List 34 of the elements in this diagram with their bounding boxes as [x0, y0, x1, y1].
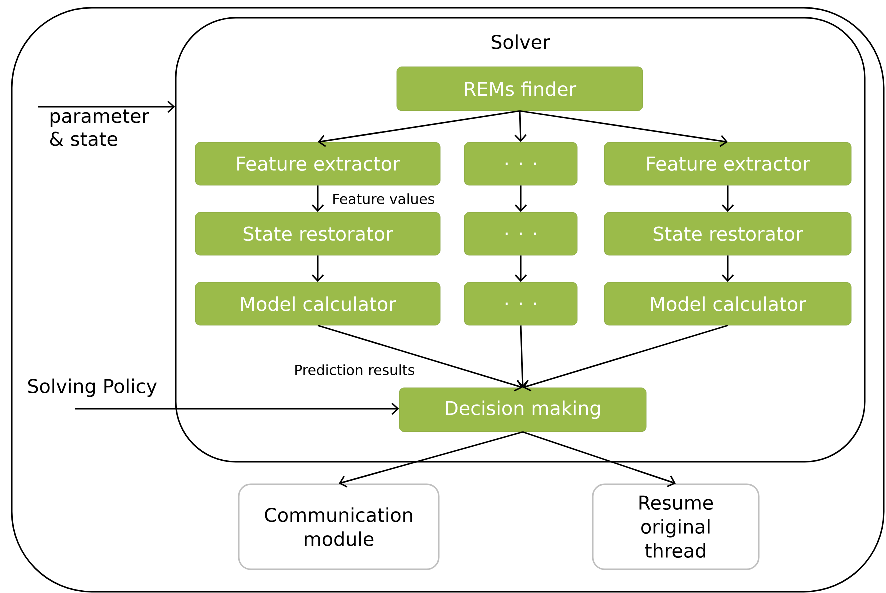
edge-label: Feature values: [334, 194, 434, 204]
arrow: [318, 110, 520, 148]
edge-label: Solving Policy: [28, 378, 157, 398]
arrow: [722, 186, 734, 212]
edge-label: Prediction results: [296, 364, 414, 376]
process-box: Feature extractor: [604, 142, 852, 186]
process-box: Decision making: [399, 388, 647, 432]
process-box: . . .: [464, 212, 578, 256]
process-box: Model calculator: [195, 282, 441, 326]
process-box: . . .: [464, 142, 578, 186]
arrow: [516, 326, 529, 388]
arrow: [339, 431, 524, 488]
process-box: Feature extractor: [195, 142, 441, 186]
process-box: REMs finder: [396, 66, 644, 112]
arrow: [522, 431, 676, 488]
process-box: Model calculator: [604, 282, 852, 326]
arrow: [312, 256, 324, 282]
process-box: State restorator: [195, 212, 441, 256]
arrow: [312, 186, 324, 212]
process-box: State restorator: [604, 212, 852, 256]
arrow: [514, 256, 528, 282]
arrow: [75, 402, 400, 416]
edge-label: parameter & state: [50, 110, 150, 146]
arrow: [523, 324, 728, 392]
output-box: Resume original thread: [592, 484, 760, 570]
arrow: [722, 256, 734, 282]
arrow: [318, 324, 523, 392]
arrow: [514, 186, 528, 212]
arrow: [38, 100, 176, 114]
outer-frame: [11, 7, 885, 593]
arrow: [514, 111, 527, 142]
output-box: Communication module: [238, 484, 440, 570]
arrow: [520, 110, 728, 148]
process-box: . . .: [464, 282, 578, 326]
